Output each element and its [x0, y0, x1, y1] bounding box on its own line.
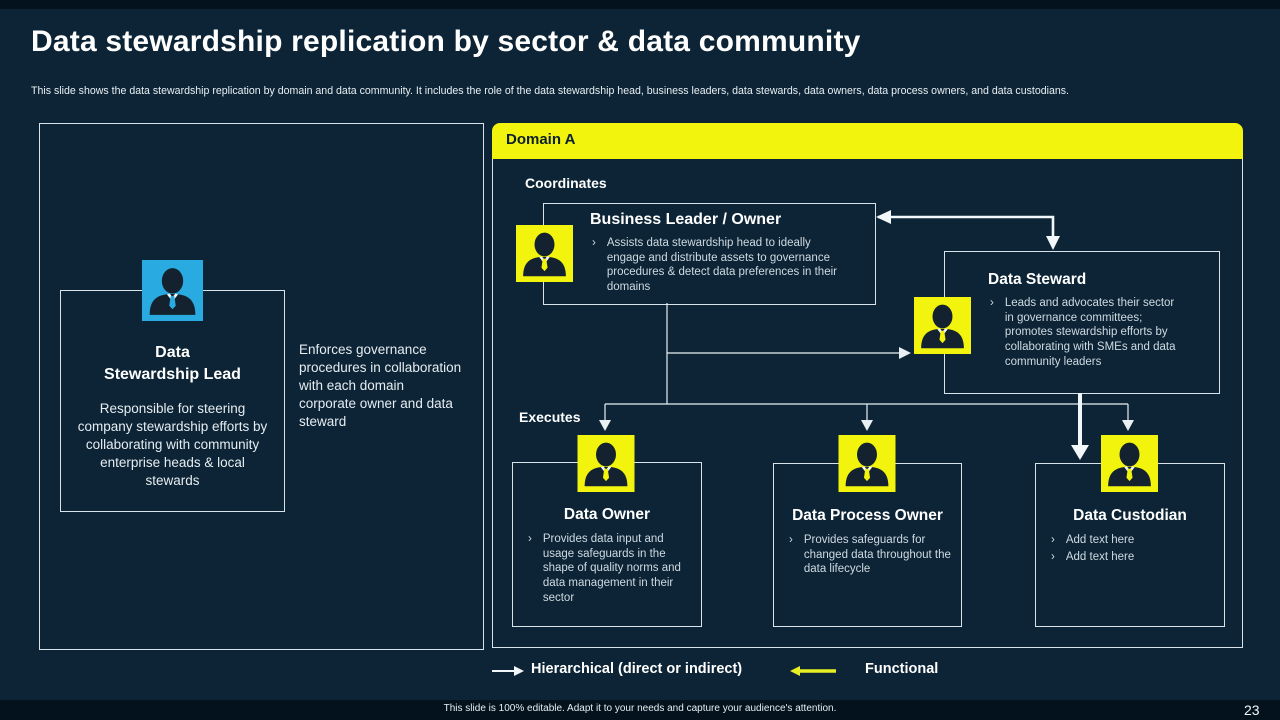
bullet-item: Assists data stewardship head to ideally…: [592, 236, 837, 295]
lead-title-line1: Data: [155, 344, 190, 361]
data-custodian-box: Data Custodian Add text here Add text he…: [1035, 463, 1225, 627]
data-owner-title: Data Owner: [563, 506, 651, 523]
page-number: 23: [1244, 702, 1260, 718]
business-leader-bullets: Assists data stewardship head to ideally…: [592, 236, 837, 295]
legend-functional-label: Functional: [865, 661, 939, 677]
data-process-owner-title: Data Process Owner: [792, 507, 943, 524]
data-custodian-title: Data Custodian: [1073, 507, 1187, 524]
hierarchical-arrow-icon: [492, 666, 524, 676]
data-owner-bullets: Provides data input and usage safeguards…: [528, 532, 691, 606]
coordinates-label: Coordinates: [525, 175, 607, 191]
business-leader-title: Business Leader / Owner: [590, 211, 782, 228]
data-steward-title: Data Steward: [988, 271, 1087, 288]
bullet-item: Add text here: [1051, 533, 1214, 548]
person-icon: [913, 297, 972, 354]
data-owner-box: Data Owner Provides data input and usage…: [512, 462, 702, 627]
functional-arrow-icon: [790, 666, 836, 676]
executes-label: Executes: [519, 409, 581, 425]
bullet-item: Leads and advocates their sector in gove…: [990, 296, 1185, 370]
data-process-owner-bullets: Provides safeguards for changed data thr…: [789, 533, 951, 577]
bullet-item: Add text here: [1051, 550, 1214, 565]
domain-label: Domain A: [506, 131, 576, 148]
person-icon: [1101, 435, 1158, 492]
data-steward-bullets: Leads and advocates their sector in gove…: [990, 296, 1185, 370]
data-stewardship-lead-box: Data Stewardship Lead Responsible for st…: [60, 290, 285, 512]
bullet-item: Provides safeguards for changed data thr…: [789, 533, 951, 577]
bullet-item: Provides data input and usage safeguards…: [528, 532, 691, 606]
domain-header-bar: Domain A: [492, 123, 1243, 159]
page-subtitle: This slide shows the data stewardship re…: [31, 85, 1069, 97]
person-icon: [516, 225, 573, 282]
footer-note: This slide is 100% editable. Adapt it to…: [443, 703, 837, 714]
legend-hierarchical-label: Hierarchical (direct or indirect): [531, 661, 743, 677]
person-icon: [838, 435, 896, 492]
footer-strip: [0, 700, 1280, 720]
top-strip: [0, 0, 1280, 9]
lead-title-line2: Stewardship Lead: [104, 366, 241, 384]
page-title: Data stewardship replication by sector &…: [31, 25, 861, 58]
person-icon: [577, 435, 635, 492]
data-custodian-bullets: Add text here Add text here: [1051, 533, 1214, 564]
person-icon: [142, 260, 203, 321]
lead-side-note: Enforces governance procedures in collab…: [299, 342, 462, 430]
domain-panel: [492, 159, 1243, 648]
lead-description: Responsible for steering company steward…: [77, 400, 268, 488]
data-stewardship-lead-title: Data Stewardship Lead: [61, 342, 284, 387]
lead-panel: [39, 123, 484, 650]
